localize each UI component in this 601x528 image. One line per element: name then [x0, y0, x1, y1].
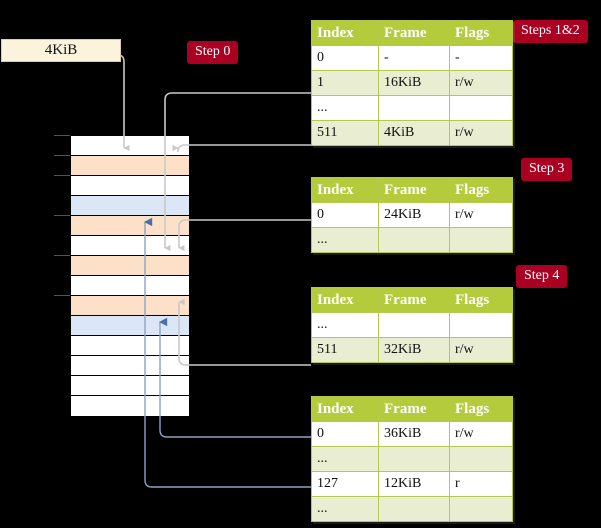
memory-frame-row — [71, 276, 189, 296]
table-row: ... — [311, 446, 513, 472]
cell-flags — [449, 95, 513, 121]
cell-index: ... — [311, 227, 379, 253]
cell-frame: 32KiB — [378, 337, 450, 363]
cell-flags: r/w — [449, 421, 513, 447]
cell-flags — [449, 312, 513, 338]
cell-index: 511 — [311, 120, 379, 146]
cell-frame — [378, 95, 450, 121]
memory-tick — [54, 135, 70, 136]
memory-frame-row — [71, 236, 189, 256]
source-frame-label: 4KiB — [44, 42, 78, 58]
cell-flags — [449, 496, 513, 522]
memory-frame-row — [71, 316, 189, 336]
cell-index: ... — [311, 95, 379, 121]
cell-frame — [378, 496, 450, 522]
cell-flags — [449, 227, 513, 253]
cell-frame — [378, 312, 450, 338]
badge-steps-1-2: Steps 1&2 — [513, 20, 588, 43]
cell-frame: 16KiB — [378, 70, 450, 96]
memory-frame-row — [71, 216, 189, 236]
badge-step-3: Step 3 — [521, 158, 573, 181]
column-header-frame: Frame — [378, 396, 450, 422]
cell-index: ... — [311, 496, 379, 522]
cell-index: 127 — [311, 471, 379, 497]
cell-frame: 4KiB — [378, 120, 450, 146]
column-header-flags: Flags — [449, 287, 513, 313]
badge-step-0: Step 0 — [187, 41, 239, 64]
cell-index: ... — [311, 446, 379, 472]
column-header-frame: Frame — [378, 177, 450, 203]
memory-frame-row — [71, 356, 189, 376]
column-header-frame: Frame — [378, 20, 450, 46]
badge-step-4: Step 4 — [516, 265, 568, 288]
cell-flags: - — [449, 45, 513, 71]
cell-index: 0 — [311, 45, 379, 71]
memory-tick — [54, 255, 70, 256]
cell-index: 511 — [311, 337, 379, 363]
arrow-level2-entry511-to-memory — [178, 298, 311, 366]
column-header-flags: Flags — [449, 396, 513, 422]
cell-frame: 36KiB — [378, 421, 450, 447]
table-row: ... — [311, 496, 513, 522]
column-header-flags: Flags — [449, 20, 513, 46]
cell-index: 1 — [311, 70, 379, 96]
column-header-flags: Flags — [449, 177, 513, 203]
table-row: ... — [311, 312, 513, 338]
cell-flags: r/w — [449, 70, 513, 96]
cell-index: 0 — [311, 202, 379, 228]
cell-flags: r/w — [449, 202, 513, 228]
cell-frame: 24KiB — [378, 202, 450, 228]
memory-frame-column — [70, 135, 190, 416]
memory-frame-row — [71, 156, 189, 176]
cell-flags — [449, 446, 513, 472]
column-header-index: Index — [311, 20, 379, 46]
memory-frame-row — [71, 136, 189, 156]
arrow-level0-entry511-to-memory — [172, 144, 311, 153]
cell-frame: 12KiB — [378, 471, 450, 497]
memory-tick — [54, 155, 70, 156]
cell-flags: r/w — [449, 120, 513, 146]
memory-frame-row — [71, 176, 189, 196]
cell-flags: r — [449, 471, 513, 497]
cell-flags: r/w — [449, 337, 513, 363]
memory-frame-row — [71, 336, 189, 356]
column-header-frame: Frame — [378, 287, 450, 313]
table-row: 0-- — [311, 45, 513, 71]
memory-frame-row — [71, 396, 189, 416]
cell-frame — [378, 227, 450, 253]
table-row: ... — [311, 227, 513, 253]
memory-frame-row — [71, 376, 189, 396]
memory-frame-row — [71, 256, 189, 276]
cell-frame: - — [378, 45, 450, 71]
column-header-index: Index — [311, 396, 379, 422]
cell-index: ... — [311, 312, 379, 338]
arrow-level1-entry0-to-memory — [178, 219, 311, 252]
memory-tick — [54, 175, 70, 176]
memory-tick — [54, 215, 70, 216]
column-header-index: Index — [311, 287, 379, 313]
source-frame-box: 4KiB — [1, 39, 121, 62]
memory-tick — [54, 295, 70, 296]
table-row: ... — [311, 95, 513, 121]
memory-frame-row — [71, 196, 189, 216]
cell-frame — [378, 446, 450, 472]
column-header-index: Index — [311, 177, 379, 203]
cell-index: 0 — [311, 421, 379, 447]
memory-frame-row — [71, 296, 189, 316]
